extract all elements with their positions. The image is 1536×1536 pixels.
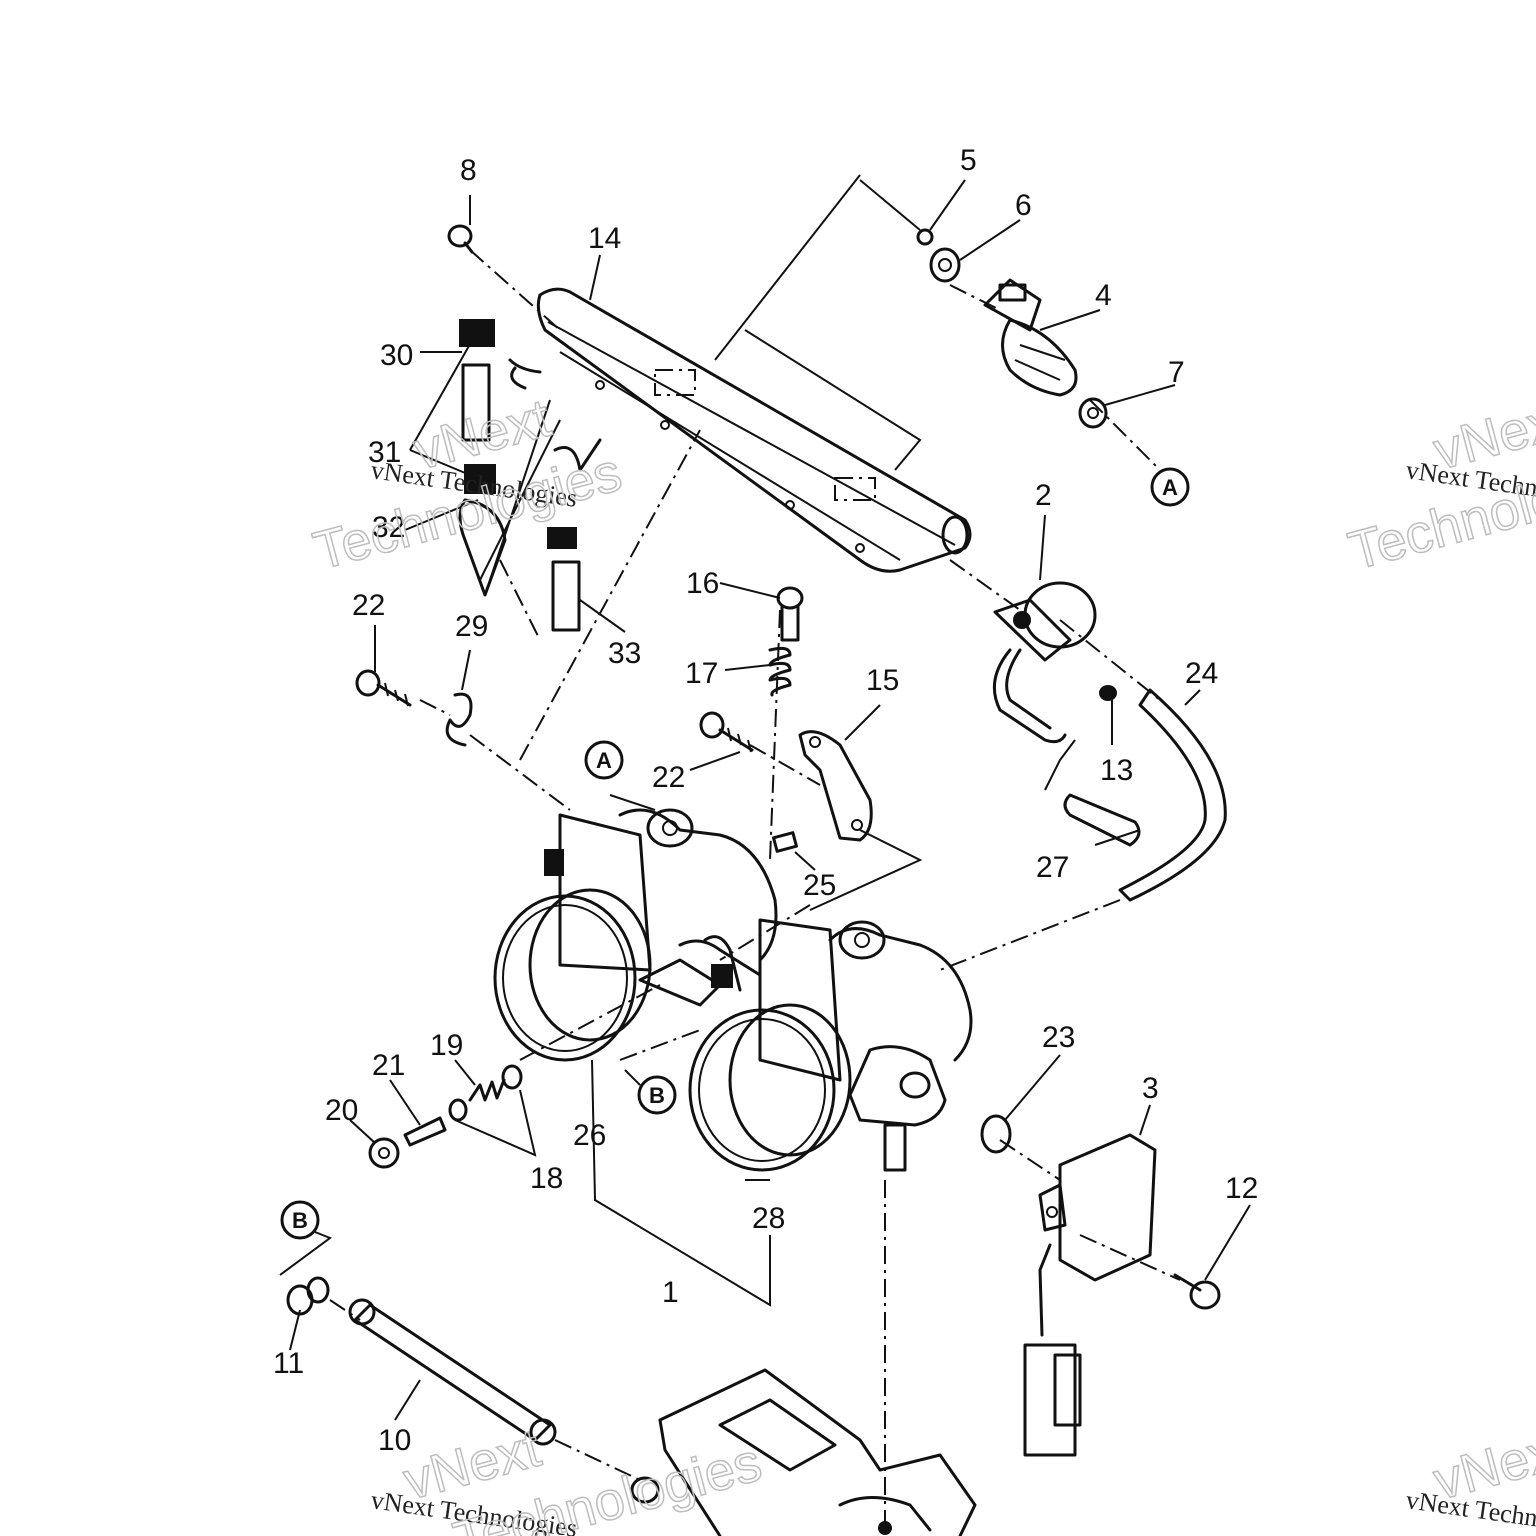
label-26: 26: [573, 1119, 606, 1152]
label-30: 30: [380, 339, 413, 372]
reference-b-mid: B: [637, 1075, 677, 1115]
label-20: 20: [325, 1094, 358, 1127]
label-17: 17: [685, 657, 718, 690]
watermark: vNext Technologies vNext Technologies vN…: [307, 387, 1536, 1536]
svg-text:B: B: [649, 1083, 665, 1108]
reference-b-low: B: [280, 1200, 320, 1240]
injector-seal-7: [1078, 397, 1108, 429]
bolt-22-center: [699, 711, 754, 753]
assembly-lines: [329, 249, 1181, 1530]
label-2: 2: [1035, 479, 1052, 512]
throttle-body-assembly: [493, 808, 973, 1172]
label-22-center: 22: [652, 761, 685, 794]
screw-16: [776, 586, 804, 642]
label-4: 4: [1095, 279, 1112, 312]
washer-18a: [448, 1098, 468, 1122]
label-27: 27: [1036, 851, 1069, 884]
bolt-22-left: [355, 669, 412, 707]
fuel-rail: [536, 287, 972, 573]
injector-o-ring-5: [916, 228, 934, 246]
svg-text:vNext: vNext: [1428, 388, 1536, 482]
reference-a-mid: A: [584, 740, 624, 780]
nut-20: [368, 1137, 400, 1169]
pin-25: [772, 831, 798, 853]
screw-8: [447, 224, 474, 254]
label-11: 11: [273, 1347, 304, 1380]
label-15: 15: [866, 664, 899, 697]
pressure-regulator: [992, 581, 1097, 744]
screw-21: [403, 1116, 447, 1147]
label-7: 7: [1168, 356, 1185, 389]
label-28: 28: [752, 1202, 785, 1235]
label-16: 16: [686, 567, 719, 600]
label-6: 6: [1015, 189, 1032, 222]
hose-clamp-cluster: [404, 319, 626, 633]
throttle-position-sensor: [1023, 1133, 1157, 1457]
label-14: 14: [588, 222, 621, 255]
label-23: 23: [1042, 1021, 1075, 1054]
label-21: 21: [372, 1049, 405, 1082]
label-29: 29: [455, 610, 488, 643]
hose-24: [1118, 688, 1227, 902]
fuel-injector: [983, 278, 1078, 397]
label-5: 5: [960, 144, 977, 177]
part-labels: 8 14 5 6 4 7 30 31 32 2 16 22 29 33 17 1…: [273, 144, 1258, 1457]
spring-19: [468, 1078, 506, 1102]
svg-text:B: B: [292, 1208, 308, 1233]
clamp-lower: [630, 1476, 660, 1504]
label-33: 33: [608, 637, 641, 670]
svg-text:A: A: [596, 748, 612, 773]
label-1: 1: [662, 1276, 679, 1309]
bracket-15: [798, 730, 873, 842]
mounting-plate: [658, 1368, 977, 1536]
hose-27: [1044, 739, 1141, 847]
label-31: 31: [368, 436, 401, 469]
label-12: 12: [1225, 1172, 1258, 1205]
label-10: 10: [378, 1424, 411, 1457]
label-25: 25: [803, 869, 836, 902]
label-3: 3: [1142, 1072, 1159, 1105]
clip-29: [445, 692, 473, 747]
svg-text:vNext: vNext: [1428, 1418, 1536, 1512]
label-13: 13: [1100, 754, 1133, 787]
label-19: 19: [430, 1029, 463, 1062]
label-32: 32: [372, 511, 405, 544]
clamp-11: [286, 1276, 330, 1316]
label-24: 24: [1185, 657, 1218, 690]
tube-10: [348, 1298, 557, 1446]
leader-lines: [279, 174, 1251, 1421]
washer-18b: [501, 1064, 523, 1090]
label-22-left: 22: [352, 589, 385, 622]
screw-12: [1173, 1273, 1221, 1310]
seal-23: [980, 1114, 1012, 1154]
reference-a-top: A: [1150, 467, 1190, 507]
svg-text:A: A: [1162, 475, 1178, 500]
label-8: 8: [460, 154, 477, 187]
label-18: 18: [530, 1162, 563, 1195]
spring-17: [768, 646, 792, 697]
screw-13: [1099, 685, 1117, 745]
injector-seal-6: [929, 247, 961, 283]
